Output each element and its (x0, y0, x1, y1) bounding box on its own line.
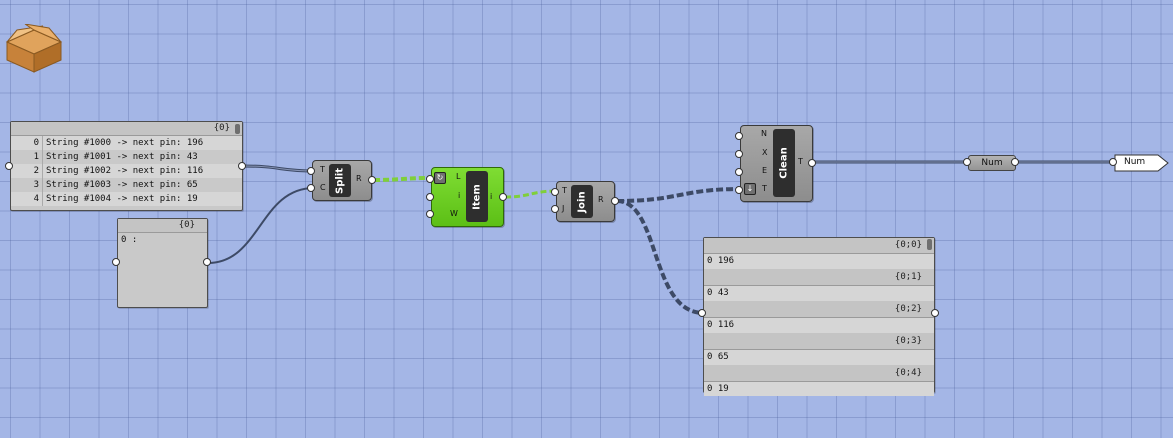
panel-path-header: {0} (11, 122, 242, 136)
split-grip-r[interactable] (368, 176, 376, 184)
split-input-c[interactable]: C (320, 183, 326, 192)
component-name: Split (334, 167, 346, 194)
panel-scrollbar[interactable] (927, 239, 932, 250)
panel-output-grip[interactable] (203, 258, 211, 266)
panel-input-grip[interactable] (112, 258, 120, 266)
branch-header: {0;0} (704, 238, 934, 254)
panel-scrollbar[interactable] (235, 124, 240, 134)
join-grip-j[interactable] (551, 205, 559, 213)
clean-input-e[interactable]: E (762, 166, 768, 175)
join-component[interactable]: Join (556, 181, 615, 222)
reverse-list-icon: ↻ (434, 172, 446, 184)
relay-grip-in[interactable] (1109, 158, 1117, 166)
panel-output-grip[interactable] (931, 309, 939, 317)
join-input-t[interactable]: T (562, 186, 567, 195)
panel-input-grip[interactable] (698, 309, 706, 317)
package-box-icon (5, 24, 63, 73)
num-parameter[interactable]: Num (968, 155, 1016, 171)
output-panel[interactable]: {0;0} 0 196 {0;1} 0 43 {0;2} 0 116 {0;3}… (703, 237, 935, 396)
split-output-r[interactable]: R (356, 174, 362, 183)
branch-header: {0;2} (704, 301, 934, 318)
branch-header: {0;3} (704, 333, 934, 350)
component-name: Join (576, 190, 588, 213)
panel-path-header: {0} (118, 219, 207, 233)
num-relay-label: Num (1124, 157, 1146, 167)
list-item: 0 196 (704, 254, 934, 269)
item-grip-i[interactable] (426, 193, 434, 201)
item-input-w[interactable]: W (450, 209, 458, 218)
list-item: 0 43 (704, 286, 934, 301)
num-grip-out[interactable] (1011, 158, 1019, 166)
item-grip-w[interactable] (426, 210, 434, 218)
join-grip-t[interactable] (551, 188, 559, 196)
wire-join-to-panel (616, 199, 704, 315)
item-grip-l[interactable] (426, 175, 434, 183)
list-item: 0 19 (704, 382, 934, 396)
branch-header: {0;4} (704, 365, 934, 382)
panel-output-grip[interactable] (238, 162, 246, 170)
split-component[interactable]: Split (312, 160, 372, 201)
item-grip-out[interactable] (499, 193, 507, 201)
item-input-i[interactable]: i (458, 191, 461, 200)
join-core: Join (571, 185, 593, 218)
clean-grip-x[interactable] (735, 150, 743, 158)
num-grip-in[interactable] (963, 158, 971, 166)
list-item: 0 65 (704, 350, 934, 365)
wire-join-to-clean (616, 187, 742, 203)
clean-output-t[interactable]: T (798, 157, 803, 166)
graft-down-icon: ↓ (744, 183, 756, 195)
list-item: 0 : (121, 235, 138, 245)
panel-input-grip[interactable] (5, 162, 13, 170)
clean-input-t[interactable]: T (762, 184, 767, 193)
wire-item-to-join (504, 189, 558, 199)
clean-core: Clean (773, 129, 795, 197)
separator-panel[interactable]: {0} 0 : (117, 218, 208, 308)
num-relay[interactable]: Num (1118, 155, 1156, 169)
num-relay-shape (1114, 154, 1169, 172)
wire-sep-to-split-c (207, 187, 315, 264)
item-output-i[interactable]: i (490, 192, 493, 201)
component-name: Item (471, 183, 483, 210)
clean-grip-t[interactable] (735, 186, 743, 194)
branch-header: {0;1} (704, 269, 934, 286)
num-parameter-label: Num (981, 158, 1003, 168)
item-core: Item (466, 171, 488, 222)
component-name: Clean (778, 147, 790, 179)
join-output-r[interactable]: R (598, 195, 604, 204)
split-core: Split (329, 164, 351, 197)
join-grip-r[interactable] (611, 197, 619, 205)
clean-grip-out[interactable] (808, 159, 816, 167)
wire-split-to-item (373, 176, 432, 182)
clean-grip-n[interactable] (735, 132, 743, 140)
split-grip-c[interactable] (307, 184, 315, 192)
clean-input-n[interactable]: N (761, 129, 767, 138)
list-item: 0 116 (704, 318, 934, 333)
split-input-t[interactable]: T (320, 165, 325, 174)
clean-input-x[interactable]: X (762, 148, 768, 157)
join-input-j[interactable]: J (562, 204, 565, 213)
item-input-l[interactable]: L (456, 172, 461, 181)
split-grip-t[interactable] (307, 167, 315, 175)
clean-grip-e[interactable] (735, 168, 743, 176)
